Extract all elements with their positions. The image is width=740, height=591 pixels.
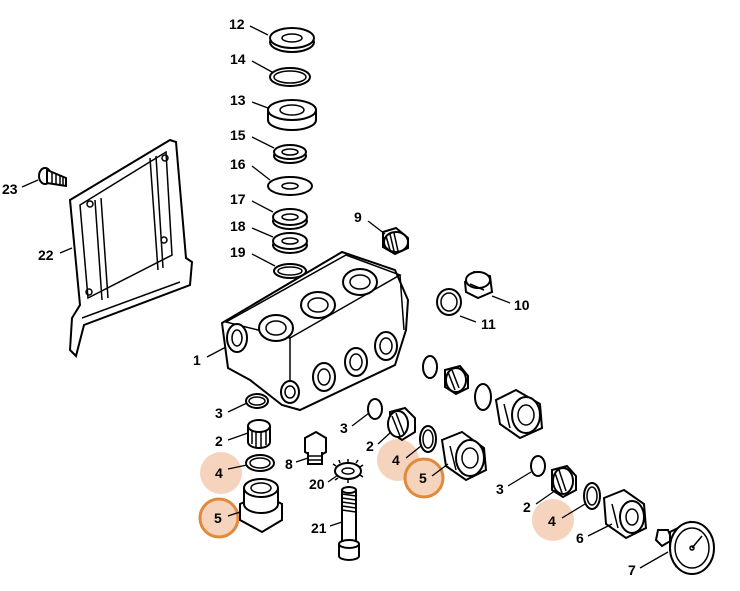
callout-2-left: 2 bbox=[215, 433, 223, 449]
callout-18: 18 bbox=[230, 218, 246, 234]
callout-16: 16 bbox=[230, 156, 246, 172]
callout-5-mid: 5 bbox=[419, 470, 427, 486]
highlight-bubble-4-right bbox=[532, 499, 574, 541]
part-20-lock-washer bbox=[332, 459, 364, 483]
part-3-o-ring-mid bbox=[367, 398, 383, 420]
part-23-screw bbox=[38, 167, 67, 188]
part-14-o-ring bbox=[269, 67, 311, 87]
highlight-bubble-4-left bbox=[200, 452, 242, 494]
callout-1: 1 bbox=[193, 352, 201, 368]
callout-3-mid: 3 bbox=[340, 420, 348, 436]
callout-6: 6 bbox=[576, 530, 584, 546]
callout-21: 21 bbox=[311, 520, 327, 536]
part-2-valve-right bbox=[551, 464, 577, 499]
part-13-bearing bbox=[267, 99, 317, 131]
callout-3-left: 3 bbox=[215, 405, 223, 421]
callout-22: 22 bbox=[38, 247, 54, 263]
callout-2-right: 2 bbox=[523, 499, 531, 515]
part-1-pump-housing bbox=[220, 250, 410, 412]
callout-20: 20 bbox=[309, 476, 325, 492]
part-9-plug bbox=[382, 226, 409, 256]
callout-7: 7 bbox=[628, 562, 636, 578]
part-plug-upper bbox=[494, 388, 544, 440]
callout-19: 19 bbox=[230, 244, 246, 260]
part-o-ring-upper-2 bbox=[474, 383, 492, 411]
part-valve-upper bbox=[444, 364, 469, 396]
callout-11: 11 bbox=[481, 316, 496, 332]
part-3-o-ring-right bbox=[530, 455, 546, 477]
callout-14: 14 bbox=[230, 51, 246, 67]
part-o-ring-upper bbox=[422, 355, 438, 379]
callout-13: 13 bbox=[230, 92, 246, 108]
part-4-o-ring-right bbox=[583, 482, 601, 510]
callout-2-mid: 2 bbox=[366, 438, 374, 454]
callout-9: 9 bbox=[354, 209, 362, 225]
part-12-seal bbox=[269, 27, 315, 53]
leader-lines bbox=[21, 25, 669, 569]
callout-5-left: 5 bbox=[214, 510, 222, 526]
callout-3-right: 3 bbox=[496, 481, 504, 497]
part-16-washer bbox=[267, 176, 313, 196]
highlight-ring-5-mid bbox=[403, 457, 445, 499]
part-17-seal bbox=[272, 208, 308, 230]
part-3-o-ring-left bbox=[245, 393, 269, 409]
part-15-ring bbox=[273, 144, 307, 164]
callout-15: 15 bbox=[230, 127, 246, 143]
highlight-ring-5-left bbox=[198, 497, 240, 539]
part-6-adapter bbox=[602, 488, 648, 540]
part-4-o-ring-left bbox=[245, 454, 275, 472]
callout-23: 23 bbox=[2, 181, 18, 197]
part-2-valve-mid bbox=[387, 406, 416, 442]
callout-4-left: 4 bbox=[215, 465, 223, 481]
part-4-o-ring-mid bbox=[419, 425, 437, 453]
callout-12: 12 bbox=[229, 16, 245, 32]
callout-4-mid: 4 bbox=[392, 452, 400, 468]
part-7-gauge bbox=[654, 520, 715, 575]
part-2-valve-left bbox=[247, 419, 271, 449]
part-5-plug-left bbox=[239, 478, 283, 534]
callout-10: 10 bbox=[514, 297, 530, 313]
part-22-cover bbox=[68, 138, 194, 358]
callout-8: 8 bbox=[285, 456, 293, 472]
part-21-bolt bbox=[338, 486, 360, 561]
part-11-o-ring bbox=[436, 288, 462, 316]
callout-17: 17 bbox=[230, 191, 246, 207]
callout-4-right: 4 bbox=[548, 513, 556, 529]
part-19-o-ring bbox=[273, 263, 307, 279]
part-18-seal bbox=[272, 232, 308, 254]
part-8-screw bbox=[304, 430, 327, 465]
part-5-plug-mid bbox=[440, 430, 488, 482]
part-10-plug bbox=[463, 270, 494, 300]
